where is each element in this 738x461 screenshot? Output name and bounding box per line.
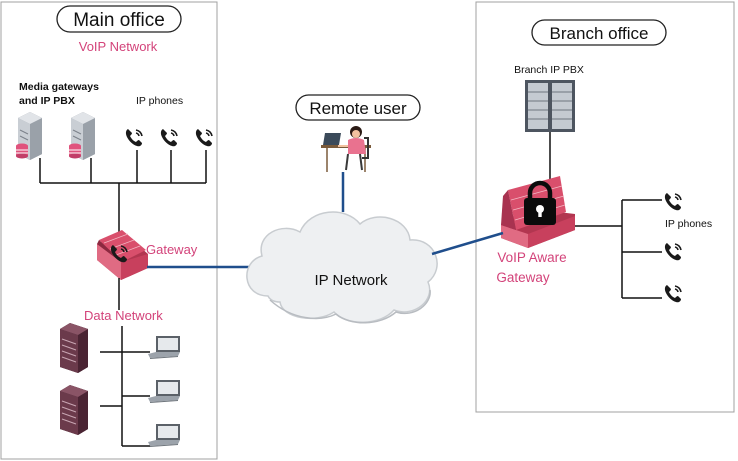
voip-network-label: VoIP Network bbox=[79, 39, 158, 54]
media-gateways-label-line2: and IP PBX bbox=[19, 95, 75, 107]
main-gateway-label: Gateway bbox=[146, 242, 198, 257]
remote-user-group: Remote user bbox=[295, 94, 421, 172]
branch-pbx-server-icon bbox=[525, 80, 575, 132]
main-ip-phones-label: IP phones bbox=[136, 95, 183, 107]
remote-user-title-pill bbox=[295, 94, 421, 121]
media-gateways-label: Media gateways bbox=[19, 81, 99, 93]
branch-ip-phones-label: IP phones bbox=[665, 218, 712, 230]
main-office-title-pill bbox=[56, 5, 182, 33]
voip-bus-lines bbox=[39, 150, 207, 238]
data-server-2-icon bbox=[59, 384, 89, 436]
branch-office-title-pill bbox=[531, 19, 667, 46]
main-gateway-firewall-icon bbox=[97, 230, 148, 280]
branch-pbx-label: Branch IP PBX bbox=[514, 64, 584, 76]
ip-pbx-server-icon bbox=[68, 111, 96, 161]
data-network-lines bbox=[100, 278, 150, 447]
data-server-1-icon bbox=[59, 322, 89, 374]
main-office-title: Main office bbox=[73, 10, 165, 31]
main-office-panel: Main office VoIP Network Media gateways … bbox=[0, 1, 218, 460]
voip-aware-gateway-firewall-icon bbox=[501, 176, 575, 248]
media-gateway-server-icon bbox=[15, 111, 43, 161]
ip-network-label: IP Network bbox=[314, 272, 388, 289]
branch-office-panel: Branch office Branch IP PBX bbox=[475, 1, 735, 413]
lock-icon bbox=[524, 180, 556, 225]
ip-network-cloud-icon bbox=[246, 211, 438, 324]
link-cloud-to-branch bbox=[431, 231, 504, 256]
main-office-frame bbox=[0, 1, 218, 460]
branch-office-title: Branch office bbox=[550, 24, 649, 43]
voip-aware-label: VoIP Aware bbox=[497, 250, 566, 265]
voip-aware-gateway-label: Gateway bbox=[496, 270, 550, 285]
remote-user-icon bbox=[321, 126, 371, 172]
remote-user-title: Remote user bbox=[309, 99, 407, 118]
data-network-label: Data Network bbox=[84, 308, 163, 323]
branch-phone-lines bbox=[575, 199, 662, 299]
